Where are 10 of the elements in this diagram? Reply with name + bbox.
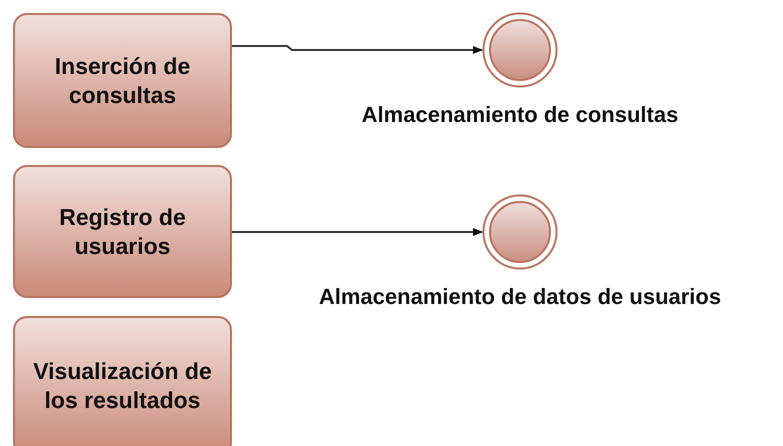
process-box	[13, 316, 232, 446]
process-box	[13, 13, 232, 148]
box-label: Registro de usuarios	[58, 202, 187, 260]
box-label: Inserción de consultas	[54, 52, 192, 110]
arrow	[232, 45, 483, 54]
event-label: Almacenamiento de datos de usuarios	[318, 283, 722, 311]
event-label: Almacenamiento de consultas	[362, 101, 678, 129]
process-box	[13, 165, 232, 298]
arrow	[232, 228, 483, 236]
box-label: Visualización de los resultados	[32, 357, 213, 415]
